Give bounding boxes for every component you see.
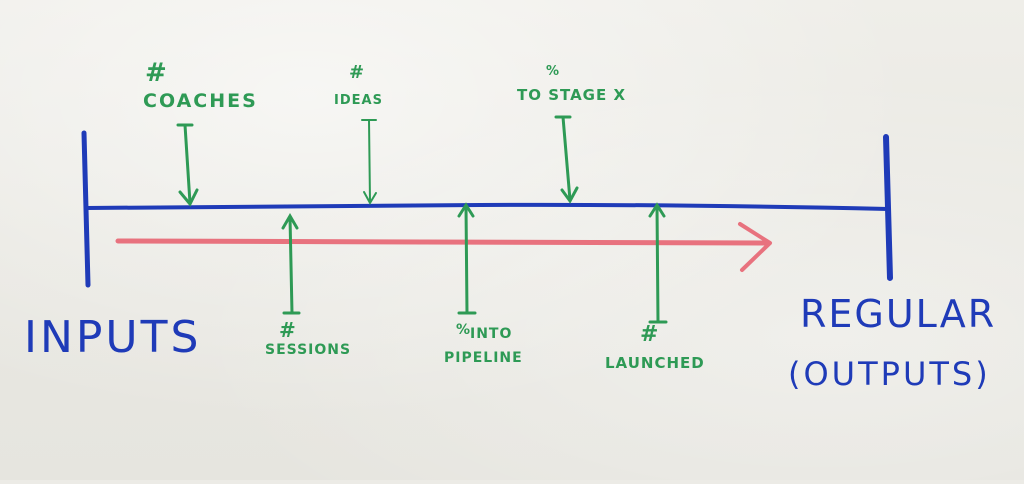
timeline-line xyxy=(85,202,890,211)
into-pipeline-label: INTO PIPELINE xyxy=(444,326,523,366)
outputs-subtitle: (OUTPUTS) xyxy=(788,355,991,393)
coaches-symbol: # xyxy=(145,58,168,88)
launched-label: LAUNCHED xyxy=(605,354,705,372)
sessions-label: SESSIONS xyxy=(265,342,352,358)
launched-symbol: # xyxy=(640,322,660,347)
to-stage-x-label: TO STAGE X xyxy=(517,86,627,104)
ideas-symbol: # xyxy=(349,62,366,83)
sessions-arrow xyxy=(281,213,301,315)
into-pipeline-arrow xyxy=(457,202,477,315)
sessions-symbol: # xyxy=(279,318,297,342)
launched-arrow xyxy=(648,202,668,324)
progress-arrowhead xyxy=(738,222,772,272)
ideas-label: IDEAS xyxy=(334,93,383,108)
into-pipeline-symbol: % xyxy=(456,322,472,338)
outputs-title: REGULAR xyxy=(800,292,997,336)
to-stage-x-symbol: % xyxy=(546,64,561,79)
coaches-label: COACHES xyxy=(143,90,258,112)
ideas-arrow xyxy=(361,119,377,206)
inputs-label: INPUTS xyxy=(24,312,202,363)
to-stage-x-arrow xyxy=(554,115,579,204)
coaches-arrow xyxy=(176,123,199,207)
progress-arrow-shaft xyxy=(115,238,768,246)
